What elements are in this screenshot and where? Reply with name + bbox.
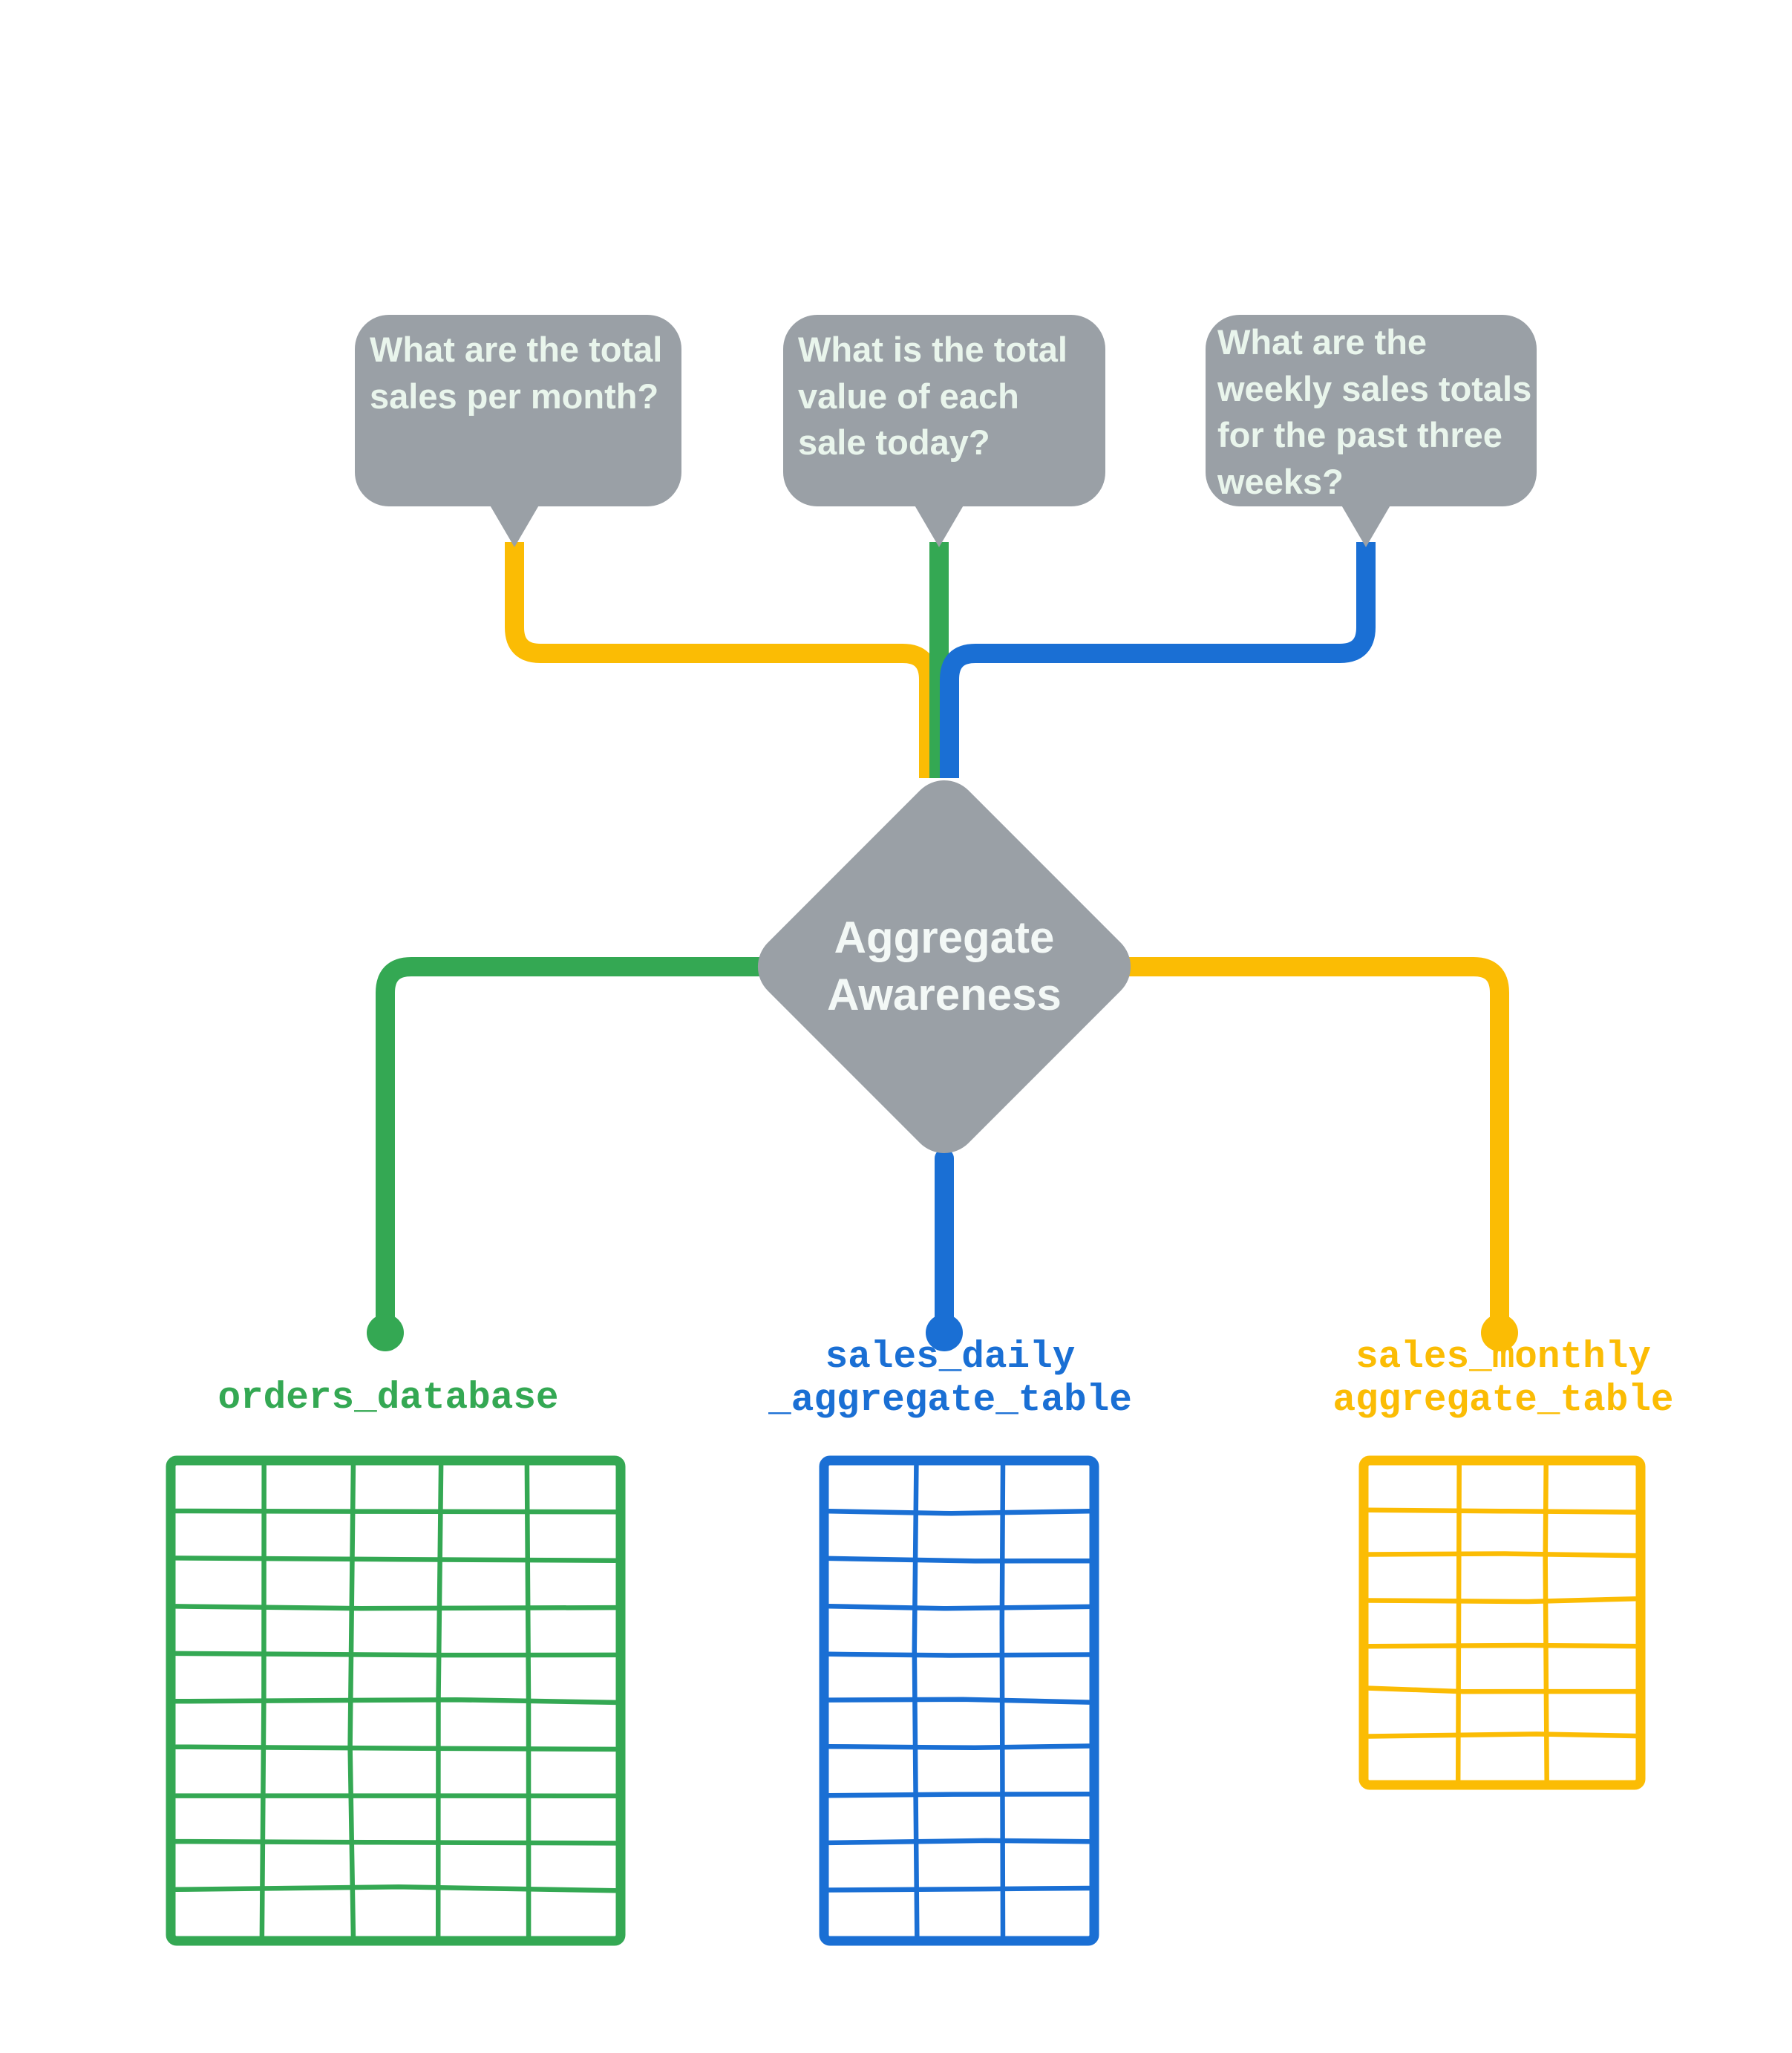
connector-orders-database [376,957,782,1339]
table-row-separator [826,1743,1092,1751]
table-column-separator [1455,1463,1462,1783]
question-bubble-monthly-text: What are the total sales per month? [370,330,663,416]
aggregate-awareness-label-line1: Aggregate [834,913,1055,962]
table-row-separator [826,1603,1092,1611]
connector-endpoint-sales-monthly [1481,1314,1518,1351]
caption-sales-monthly-line1: sales_monthly [1356,1336,1651,1379]
table-grid-sales-monthly-aggregate-table[interactable] [1358,1455,1646,1790]
table-border [1358,1455,1646,1790]
table-row-separator [173,1556,618,1563]
aggregate-awareness-node[interactable]: Aggregate Awareness [744,766,1145,1167]
table-row-separator [826,1651,1092,1658]
table-row-separator [1366,1596,1638,1605]
connector-endpoint-sales-daily [926,1314,963,1351]
aggregate-awareness-label-group: Aggregate Awareness [751,910,1137,1024]
question-bubble-daily-text: What is the total value of each sale tod… [798,330,1078,462]
connector-sales-monthly [1104,957,1509,1339]
connector-question-monthly [505,542,938,778]
bubble-body-weekly [1206,315,1537,506]
caption-sales-daily-line1: sales_daily [825,1336,1076,1379]
table-row-separator [826,1885,1092,1893]
caption-sales-daily-aggregate-table: sales_daily _aggregate_table [742,1336,1158,1423]
table-row-separator [1366,1731,1638,1739]
table-row-separator [1366,1642,1638,1649]
table-column-separator [999,1463,1006,1939]
table-row-separator [173,1744,618,1752]
table-grid-orders-database[interactable] [166,1455,626,1946]
table-row-separator [173,1604,618,1611]
caption-orders-database-line1: orders_database [218,1377,559,1420]
bubble-body-daily [783,315,1105,506]
question-bubble-weekly[interactable]: What are the weekly sales totals for the… [1206,315,1537,547]
table-column-separator [435,1463,444,1939]
table-column-separator [912,1463,920,1939]
connector-question-weekly [940,542,1376,778]
caption-sales-monthly-line2: aggregate_table [1332,1380,1674,1423]
caption-sales-daily-group: sales_daily _aggregate_table [742,1336,1158,1423]
table-row-separator [173,1508,618,1515]
table-column-separator [347,1463,356,1939]
caption-sales-monthly-aggregate-table: sales_monthly aggregate_table [1307,1336,1700,1423]
table-grid-sales-daily-aggregate-table[interactable] [819,1455,1099,1946]
caption-sales-monthly-group: sales_monthly aggregate_table [1307,1336,1700,1423]
caption-orders-database: orders_database [158,1377,618,1420]
table-row-separator [173,1884,618,1893]
question-bubble-monthly[interactable]: What are the total sales per month? [355,315,681,547]
aggregate-awareness-shape [757,780,1131,1154]
question-bubble-daily[interactable]: What is the total value of each sale tod… [783,315,1105,547]
table-row-separator [826,1508,1092,1516]
caption-sales-daily-line2: _aggregate_table [768,1380,1132,1423]
aggregate-awareness-label-line2: Awareness [827,969,1062,1019]
table-row-separator [173,1697,618,1706]
caption-orders-database-group: orders_database [158,1377,618,1420]
connector-layer [367,542,1518,1351]
table-row-separator [173,1838,618,1846]
table-column-separator [524,1463,532,1939]
table-row-separator [1366,1507,1638,1515]
table-row-separator [826,1792,1092,1798]
question-bubble-weekly-text: What are the weekly sales totals for the… [1217,322,1532,501]
table-border [819,1455,1099,1946]
table-column-separator [259,1463,266,1939]
table-border [166,1455,626,1946]
connector-endpoint-orders-database [367,1314,404,1351]
bubble-body-monthly [355,315,681,506]
table-row-separator [1366,1551,1638,1558]
table-row-separator [173,1651,618,1658]
table-row-separator [826,1838,1092,1846]
table-row-separator [826,1697,1092,1705]
table-column-separator [1543,1463,1549,1783]
table-row-separator [1366,1685,1638,1694]
table-row-separator [826,1556,1092,1564]
